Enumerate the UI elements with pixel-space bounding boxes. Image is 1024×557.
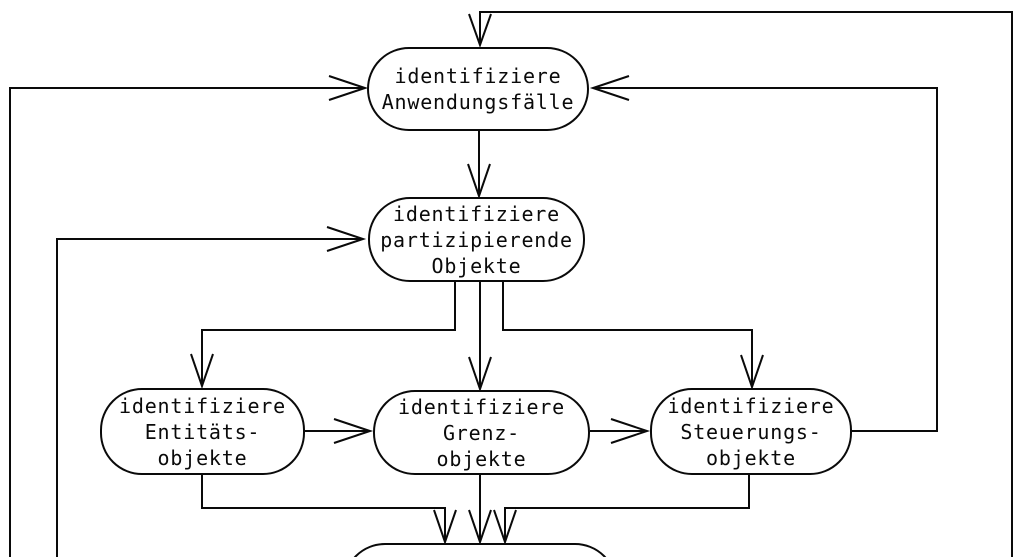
node-identify-participating-objects: identifiziere partizipierende Objekte — [368, 197, 585, 282]
edge-control-to-usecases — [589, 75, 938, 432]
edge-usecases-to-participating — [467, 131, 491, 200]
node-identify-control-objects: identifiziere Steuerungs- objekte — [650, 388, 852, 475]
edge-participating-to-boundary — [468, 282, 492, 393]
node-label-line: objekte — [157, 445, 248, 470]
node-label-line: identifiziere — [119, 393, 286, 418]
node-bottom-partial — [343, 543, 617, 557]
edge-entity-to-bottom — [201, 475, 457, 546]
edge-boundary-to-control — [590, 418, 651, 444]
edge-loop-top-to-usecases — [468, 11, 1013, 557]
node-label-line: Entitäts- — [144, 419, 261, 444]
node-label-line: identifiziere — [398, 394, 565, 419]
edge-entity-to-boundary — [305, 418, 374, 444]
edge-participating-to-entity — [190, 282, 456, 390]
edge-control-to-bottom — [493, 475, 750, 546]
node-label-line: partizipierende — [380, 227, 573, 252]
node-identify-entity-objects: identifiziere Entitäts- objekte — [100, 388, 305, 475]
edge-boundary-to-bottom — [468, 475, 492, 546]
node-label-line: identifiziere — [667, 393, 835, 418]
node-label-line: Anwendungsfälle — [381, 90, 575, 114]
node-label-line: Steuerungs- — [680, 419, 822, 444]
node-label-line: objekte — [436, 446, 527, 471]
edge-loop-left-to-participating — [56, 226, 367, 557]
node-label-line: objekte — [706, 445, 796, 470]
node-label-line: Objekte — [431, 253, 522, 278]
node-label-line: Grenz- — [442, 420, 521, 445]
node-identify-use-cases: identifiziere Anwendungsfälle — [367, 47, 589, 131]
node-label-line: identifiziere — [394, 64, 562, 88]
node-identify-boundary-objects: identifiziere Grenz- objekte — [373, 390, 590, 475]
edge-participating-to-control — [502, 282, 764, 391]
node-label-line: identifiziere — [393, 201, 560, 226]
edge-loop-left-to-usecases — [9, 75, 369, 557]
